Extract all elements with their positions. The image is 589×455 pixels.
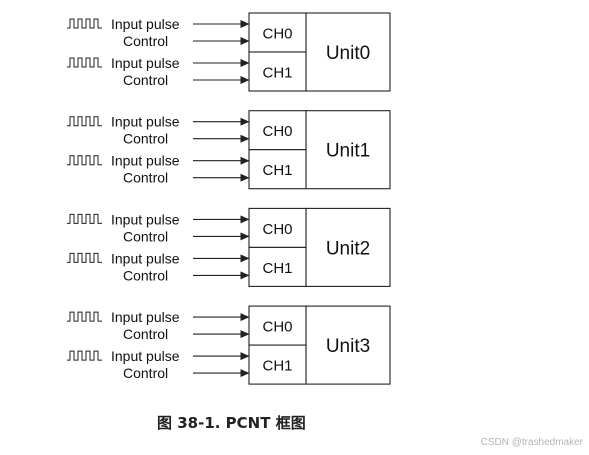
channel-box <box>248 246 307 287</box>
unit-label: Unit3 <box>326 336 370 357</box>
input-pulse-label: Input pulse <box>111 16 180 32</box>
figure-caption: 图 38-1. PCNT 框图 <box>157 414 306 432</box>
control-label: Control <box>123 33 168 49</box>
control-label: Control <box>123 326 168 342</box>
channel-box <box>248 12 307 53</box>
channel-label: CH0 <box>262 123 292 140</box>
input-pulse-label: Input pulse <box>111 114 180 130</box>
channel-label: CH0 <box>262 319 292 336</box>
control-label: Control <box>123 131 168 147</box>
input-pulse-label: Input pulse <box>111 153 180 169</box>
channel-label: CH1 <box>262 260 292 277</box>
channel-box <box>248 305 307 346</box>
input-pulse-label: Input pulse <box>111 348 180 364</box>
control-label: Control <box>123 267 168 283</box>
pulse-waveform-icon <box>67 57 102 68</box>
channel-box <box>248 51 307 92</box>
pulse-waveform-icon <box>67 350 102 361</box>
unit-label: Unit1 <box>326 141 370 162</box>
input-pulse-label: Input pulse <box>111 309 180 325</box>
channel-box <box>248 110 307 151</box>
control-label: Control <box>123 170 168 186</box>
watermark: CSDN @trashedmaker <box>480 437 583 448</box>
channel-label: CH0 <box>262 221 292 238</box>
channel-label: CH1 <box>262 358 292 375</box>
channel-box <box>248 344 307 385</box>
pulse-waveform-icon <box>67 116 102 127</box>
channel-box <box>248 207 307 248</box>
channel-label: CH1 <box>262 162 292 179</box>
pulse-waveform-icon <box>67 213 102 224</box>
pulse-waveform-icon <box>67 18 102 29</box>
channel-label: CH1 <box>262 65 292 82</box>
input-pulse-label: Input pulse <box>111 250 180 266</box>
input-pulse-label: Input pulse <box>111 55 180 71</box>
unit-box <box>305 305 391 385</box>
unit-box <box>305 12 391 92</box>
unit-label: Unit0 <box>326 43 370 64</box>
pulse-waveform-icon <box>67 155 102 166</box>
pulse-waveform-icon <box>67 311 102 322</box>
unit-label: Unit2 <box>326 238 370 259</box>
unit-box <box>305 207 391 287</box>
pulse-waveform-icon <box>67 252 102 263</box>
channel-box <box>248 149 307 190</box>
channel-label: CH0 <box>262 26 292 43</box>
input-pulse-label: Input pulse <box>111 211 180 227</box>
control-label: Control <box>123 228 168 244</box>
control-label: Control <box>123 365 168 381</box>
control-label: Control <box>123 72 168 88</box>
